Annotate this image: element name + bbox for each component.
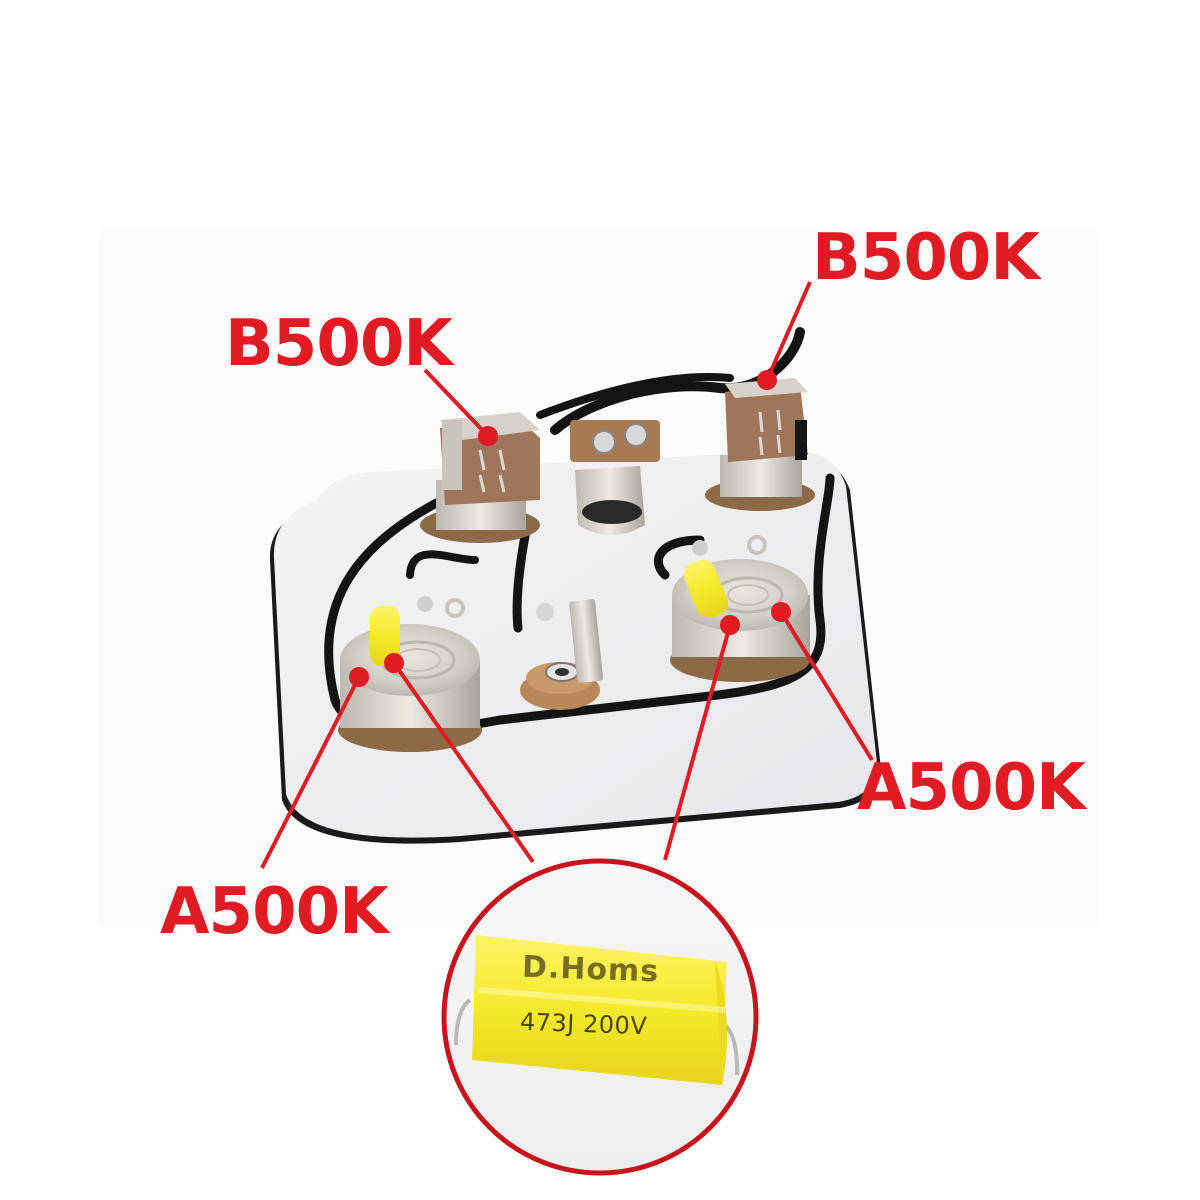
callout-label-top-right: B500K [812,221,1040,295]
capacitor-rating-text: 473J 200V [519,1007,648,1041]
callout-lines [260,281,874,869]
toggle-switch [570,420,660,535]
left-tone-pot [338,596,482,752]
callout-label-bottom-right: A500K [857,751,1086,825]
callout-dots [349,370,791,687]
capacitor-inset [441,858,759,1176]
capacitor-brand-text: D.Homs [521,949,660,990]
output-jack [520,599,604,710]
wires [324,327,835,736]
callout-label-bottom-left: A500K [160,875,389,949]
right-push-pull-pot [705,378,815,511]
left-push-pull-pot [420,412,540,543]
callout-label-top-left: B500K [225,307,453,381]
